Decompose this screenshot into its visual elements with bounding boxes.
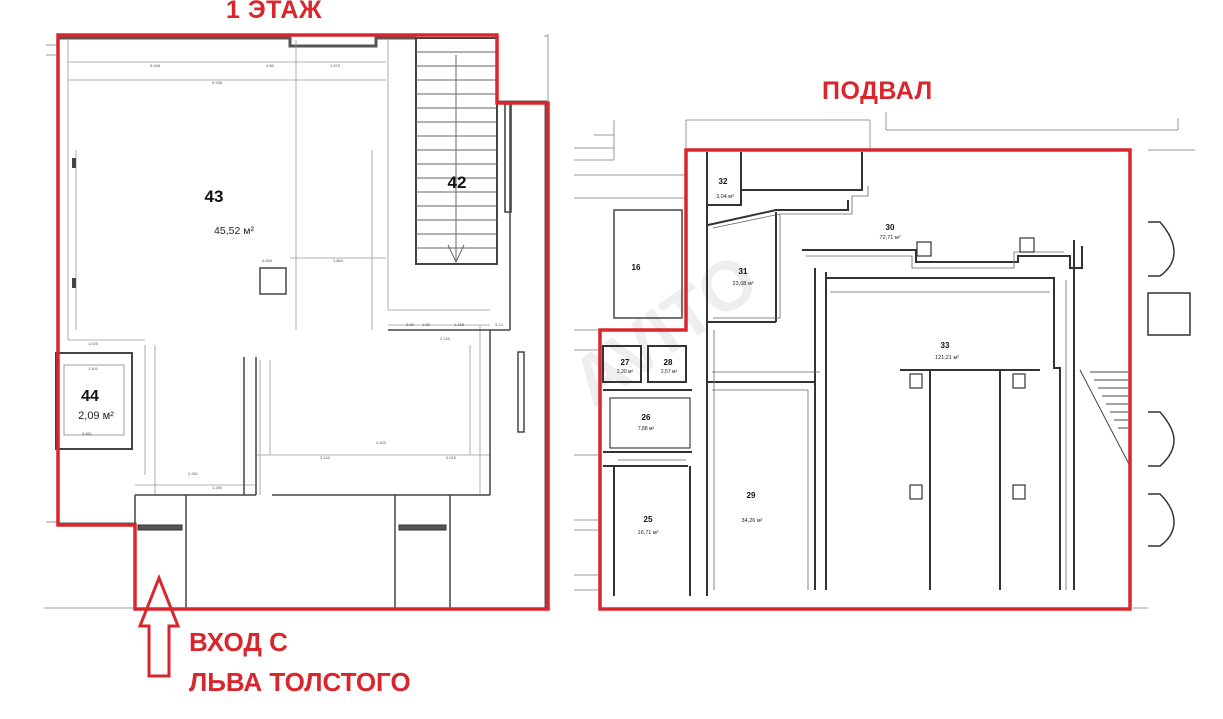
dim-10: 2.261 bbox=[188, 471, 199, 476]
basement-window-bays bbox=[1147, 221, 1191, 547]
dim-6: 4.895 bbox=[262, 258, 273, 263]
floor1-plan bbox=[44, 35, 548, 609]
floor1-room-labels: 43 45,52 м² 42 44 2,09 м² bbox=[78, 173, 466, 422]
stairs-42 bbox=[416, 51, 497, 264]
room-30-number: 30 bbox=[886, 223, 895, 232]
room-27-area: 2,30 м² bbox=[617, 369, 634, 375]
dim-8: 1.250 bbox=[212, 485, 223, 490]
room-30-area: 72,71 м² bbox=[880, 235, 901, 241]
room-26-area: 7,88 м² bbox=[638, 426, 655, 432]
dim-12: 4.015 bbox=[446, 455, 457, 460]
dim-9: 4.402 bbox=[376, 440, 387, 445]
room-44-area: 2,09 м² bbox=[78, 410, 114, 422]
room-43-area: 45,52 м² bbox=[214, 225, 254, 237]
room-43-number: 43 bbox=[205, 187, 224, 206]
entrance-label-line1: ВХОД С bbox=[189, 627, 288, 657]
room-29-area: 34,26 м² bbox=[742, 518, 763, 524]
dim-5: 1.860 bbox=[333, 258, 344, 263]
entrance-label-line2: ЛЬВА ТОЛСТОГО bbox=[189, 667, 411, 697]
room-32-area: 3,04 м² bbox=[716, 194, 734, 200]
basement-outline bbox=[598, 148, 1132, 611]
entrance-arrow bbox=[137, 573, 181, 678]
room-32-number: 32 bbox=[719, 177, 728, 186]
dim-11: 2.142 bbox=[320, 455, 331, 460]
floor1-dimensions: 5.046 4.86 1.875 9.938 1.860 4.895 1.020… bbox=[82, 63, 504, 490]
room-31-area: 23,08 м² bbox=[733, 281, 754, 287]
dim-2: 4.86 bbox=[266, 63, 275, 68]
room-25-area: 16,71 м² bbox=[638, 530, 659, 536]
room-42-number: 42 bbox=[448, 173, 467, 192]
room-33-area: 121,21 м² bbox=[935, 355, 959, 361]
basement-plan bbox=[547, 34, 1195, 609]
room-28-number: 28 bbox=[664, 358, 673, 367]
dim-15: 0.66 bbox=[406, 322, 415, 327]
dim-16: 1.55 bbox=[422, 322, 431, 327]
dim-18: 0.881 bbox=[82, 431, 93, 436]
room-27-number: 27 bbox=[621, 358, 630, 367]
floor1-outline bbox=[56, 33, 550, 611]
dim-19: 1.401 bbox=[88, 366, 99, 371]
dim-1: 5.046 bbox=[150, 63, 161, 68]
dim-17: 3.13 bbox=[495, 322, 504, 327]
room-31-number: 31 bbox=[739, 267, 748, 276]
basement-title: ПОДВАЛ bbox=[822, 77, 933, 105]
basement-room-labels: 32 3,04 м² 30 72,71 м² 31 23,08 м² 16 33… bbox=[617, 177, 959, 536]
dim-14: 2.116 bbox=[440, 336, 450, 341]
room-44-number: 44 bbox=[81, 388, 99, 405]
floor1-title: 1 ЭТАЖ bbox=[226, 0, 322, 24]
entrance-label: ВХОД С ЛЬВА ТОЛСТОГО bbox=[189, 622, 411, 702]
room-28-area: 2,57 м² bbox=[661, 369, 678, 375]
dim-7: 1.020 bbox=[88, 341, 99, 346]
dim-13: 1.158 bbox=[454, 322, 465, 327]
basement-stairs bbox=[1079, 369, 1131, 467]
room-25-number: 25 bbox=[644, 515, 653, 524]
dim-3: 1.875 bbox=[330, 63, 341, 68]
room-16-number: 16 bbox=[632, 263, 641, 272]
room-33-number: 33 bbox=[941, 341, 950, 350]
dim-4: 9.938 bbox=[212, 80, 223, 85]
room-26-number: 26 bbox=[642, 413, 651, 422]
room-29-number: 29 bbox=[747, 491, 756, 500]
